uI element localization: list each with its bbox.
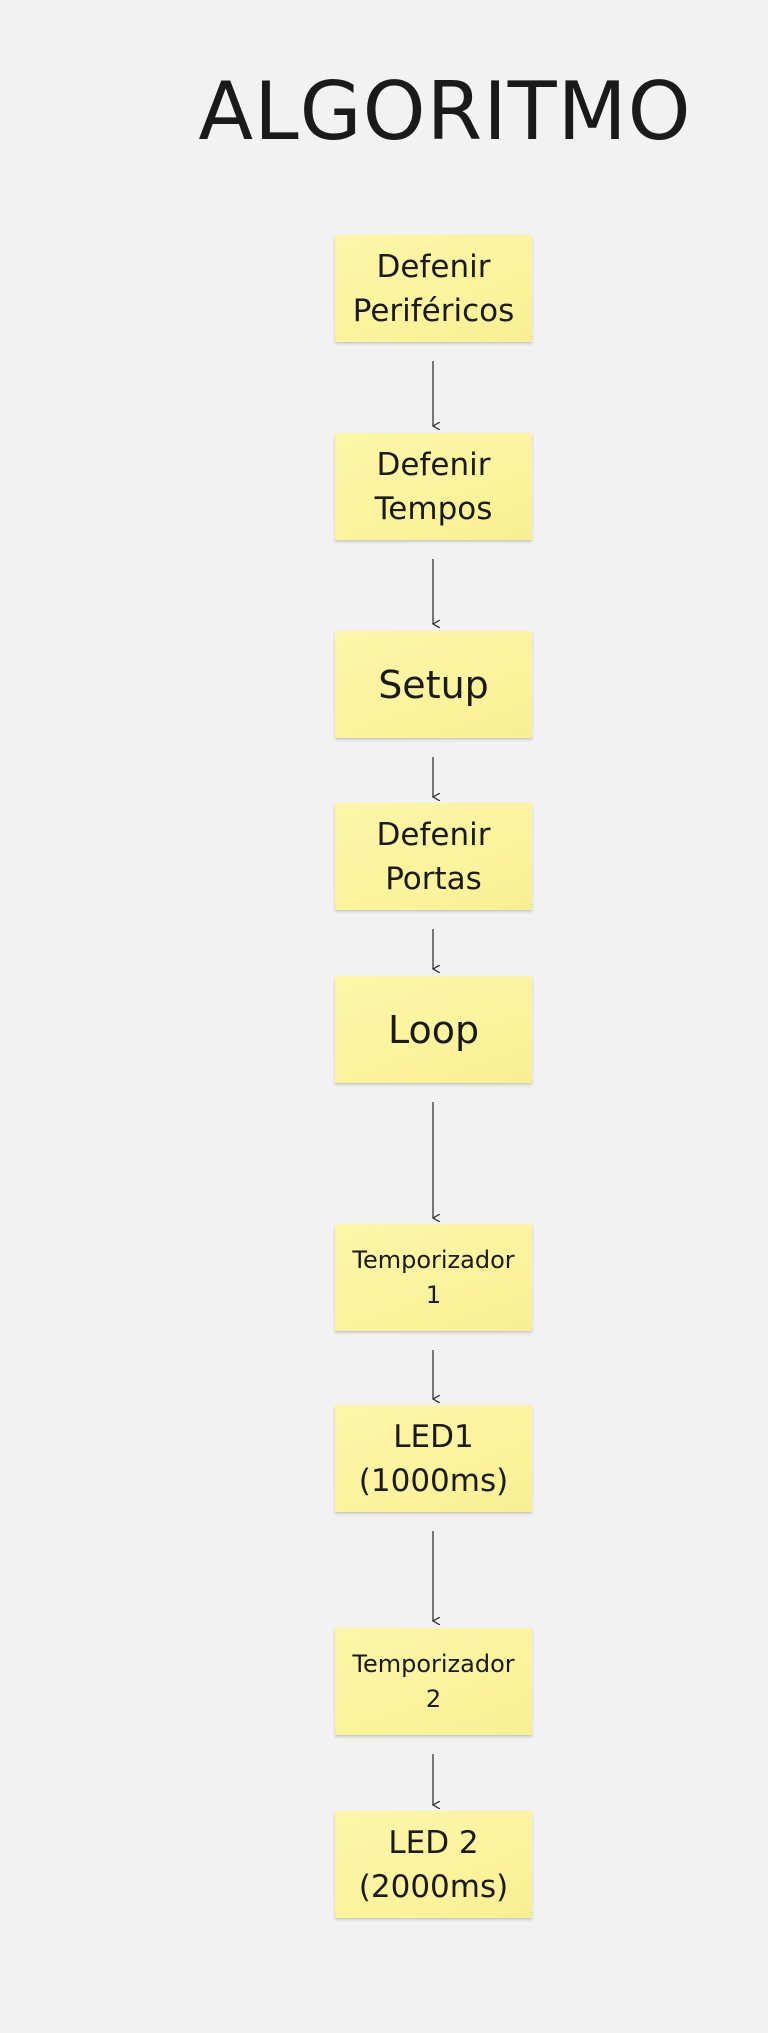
sticky-note-definir-portas[interactable]: Defenir Portas [335, 803, 532, 910]
note-label: Setup [378, 662, 489, 707]
sticky-note-setup[interactable]: Setup [335, 631, 532, 738]
note-label: Defenir Tempos [374, 446, 493, 527]
sticky-note-temporizador-1[interactable]: Temporizador 1 [335, 1224, 532, 1331]
diagram-title: ALGORITMO [198, 65, 692, 158]
sticky-note-led2[interactable]: LED 2 (2000ms) [335, 1811, 532, 1918]
sticky-note-led1[interactable]: LED1 (1000ms) [335, 1405, 532, 1512]
sticky-note-temporizador-2[interactable]: Temporizador 2 [335, 1628, 532, 1735]
sticky-note-loop[interactable]: Loop [335, 976, 532, 1083]
note-label: LED1 (1000ms) [358, 1418, 509, 1499]
note-label: Defenir Portas [376, 816, 491, 897]
note-label: Loop [387, 1007, 480, 1052]
note-label: Defenir Periféricos [352, 248, 515, 329]
sticky-note-definir-perifericos[interactable]: Defenir Periféricos [335, 235, 532, 342]
note-label: Temporizador 2 [352, 1649, 515, 1713]
note-label: LED 2 (2000ms) [358, 1824, 509, 1905]
note-label: Temporizador 1 [352, 1245, 515, 1309]
sticky-note-definir-tempos[interactable]: Defenir Tempos [335, 433, 532, 540]
